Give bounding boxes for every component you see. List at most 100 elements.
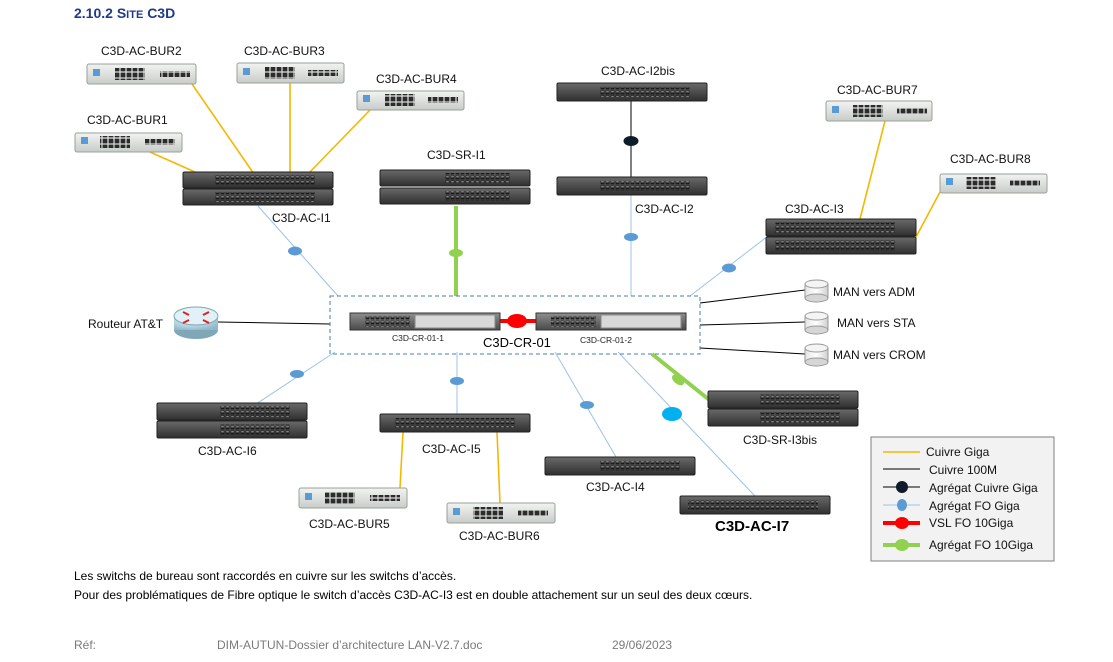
fo-aggregate-icon [290,370,304,378]
switch-i4 [544,456,696,476]
label-i6: C3D-AC-I6 [198,444,257,458]
footer-doc: DIM-AUTUN-Dossier d’architecture LAN-V2.… [217,638,483,652]
label-bur1: C3D-AC-BUR1 [87,113,168,127]
fo-aggregate-icon [722,263,736,273]
body-text-line-2: Pour des problématiques de Fibre optique… [74,588,753,602]
svg-text:Cuivre 100M: Cuivre 100M [929,463,997,477]
label-i2: C3D-AC-I2 [635,202,694,216]
legend-item-copper-giga: Cuivre Giga [883,445,990,459]
label-i2bis: C3D-AC-I2bis [601,64,675,78]
label-core-1: C3D-CR-01-1 [392,333,444,343]
legend-item-copper-100m: Cuivre 100M [883,463,997,477]
switch-i1 [182,171,334,206]
label-sr-i3bis: C3D-SR-I3bis [743,433,817,447]
copper-aggregate-icon [623,136,639,146]
switch-core-2 [535,312,687,331]
switch-bur4 [356,90,465,111]
label-i5: C3D-AC-I5 [422,442,481,456]
legend-item-vsl: VSL FO 10Giga [883,516,1014,530]
fo-aggregate-icon [580,401,594,409]
body-text-line-1: Les switchs de bureau sont raccordés en … [74,569,457,583]
label-bur8: C3D-AC-BUR8 [950,152,1031,166]
link-router-core [217,321,331,325]
link-i7-core [617,351,756,497]
link-bur7-i3 [859,120,886,220]
switch-i5 [379,413,531,433]
label-i4: C3D-AC-I4 [586,480,645,494]
label-man-crom: MAN vers CROM [833,348,926,362]
section-title-end: C3D [147,5,176,21]
switch-core-1 [349,312,501,331]
section-title-cap: S [116,5,127,21]
footer-date: 29/06/2023 [612,638,673,652]
switch-bur3 [236,62,345,84]
fo-aggregate-icon [288,246,302,256]
switch-i3 [765,218,917,255]
section-number: 2.10.2 [74,5,113,21]
legend-item-copper-aggregate: Agrégat Cuivre Giga [883,481,1038,495]
svg-text:Cuivre Giga: Cuivre Giga [926,445,990,459]
link-core-man-adm [699,289,806,304]
fo-aggregate-icon [662,407,682,421]
section-title: 2.10.2 SITE C3D [74,5,175,21]
label-bur4: C3D-AC-BUR4 [376,72,457,86]
legend-item-fo-aggregate: Agrégat FO Giga [883,499,1020,513]
label-bur5: C3D-AC-BUR5 [309,517,390,531]
label-man-sta: MAN vers STA [837,316,915,330]
link-core-man-sta [699,321,806,326]
label-i1: C3D-AC-I1 [272,211,331,225]
link-bur8-i3 [915,191,941,238]
aggregate-markers [288,136,736,421]
link-bur2-i1 [191,83,255,175]
switch-bur2 [86,63,197,85]
man-crom-icon [804,343,829,367]
green-aggregate-icon [671,374,685,386]
man-adm-icon [804,279,829,303]
svg-text:VSL FO 10Giga: VSL FO 10Giga [929,516,1014,530]
svg-text:Agrégat FO 10Giga: Agrégat FO 10Giga [929,538,1033,552]
switch-bur5 [298,487,408,509]
label-bur2: C3D-AC-BUR2 [101,44,182,58]
label-core-2: C3D-CR-01-2 [580,335,632,345]
link-core-sr-i3bis [650,352,714,404]
switch-bur8 [939,173,1048,194]
switch-i6 [156,402,308,439]
label-i3: C3D-AC-I3 [785,202,844,216]
label-bur7: C3D-AC-BUR7 [837,83,918,97]
switch-i2 [556,176,708,196]
man-sta-icon [804,311,829,335]
section-title-small: ITE [126,9,144,21]
link-bur6-i5 [496,431,501,504]
legend: Cuivre Giga Cuivre 100M Agrégat Cuivre G… [870,436,1055,562]
label-man-adm: MAN vers ADM [833,285,915,299]
link-bur4-i1 [307,109,371,175]
label-bur3: C3D-AC-BUR3 [244,44,325,58]
label-router: Routeur AT&T [88,317,164,331]
svg-text:Agrégat FO Giga: Agrégat FO Giga [929,499,1020,513]
switch-bur7 [825,100,933,122]
green-aggregate-icon [449,249,463,257]
fo-aggregate-icon [450,377,464,385]
fo-aggregate-icon [624,233,638,241]
svg-text:Agrégat Cuivre Giga: Agrégat Cuivre Giga [929,481,1038,495]
footer-ref: Réf: [74,638,97,652]
label-i7: C3D-AC-I7 [715,518,789,535]
switch-bur1 [74,132,183,153]
legend-item-fo10-aggregate: Agrégat FO 10Giga [883,538,1033,552]
label-bur6: C3D-AC-BUR6 [459,529,540,543]
link-i6-core [249,351,336,409]
label-sr-i1: C3D-SR-I1 [427,148,486,162]
router-icon [173,306,219,339]
switch-sr-i1 [379,169,531,205]
switch-i2bis [556,82,708,102]
vsl-aggregate-icon [507,314,527,328]
switch-sr-i3bis [707,390,859,427]
label-core: C3D-CR-01 [483,335,551,350]
switch-i7 [679,495,831,515]
link-bur1-i1 [149,151,196,173]
link-core-man-crom [699,347,806,355]
switch-bur6 [446,502,556,524]
core-cluster-box [329,295,701,355]
link-bur5-i5 [399,431,404,489]
